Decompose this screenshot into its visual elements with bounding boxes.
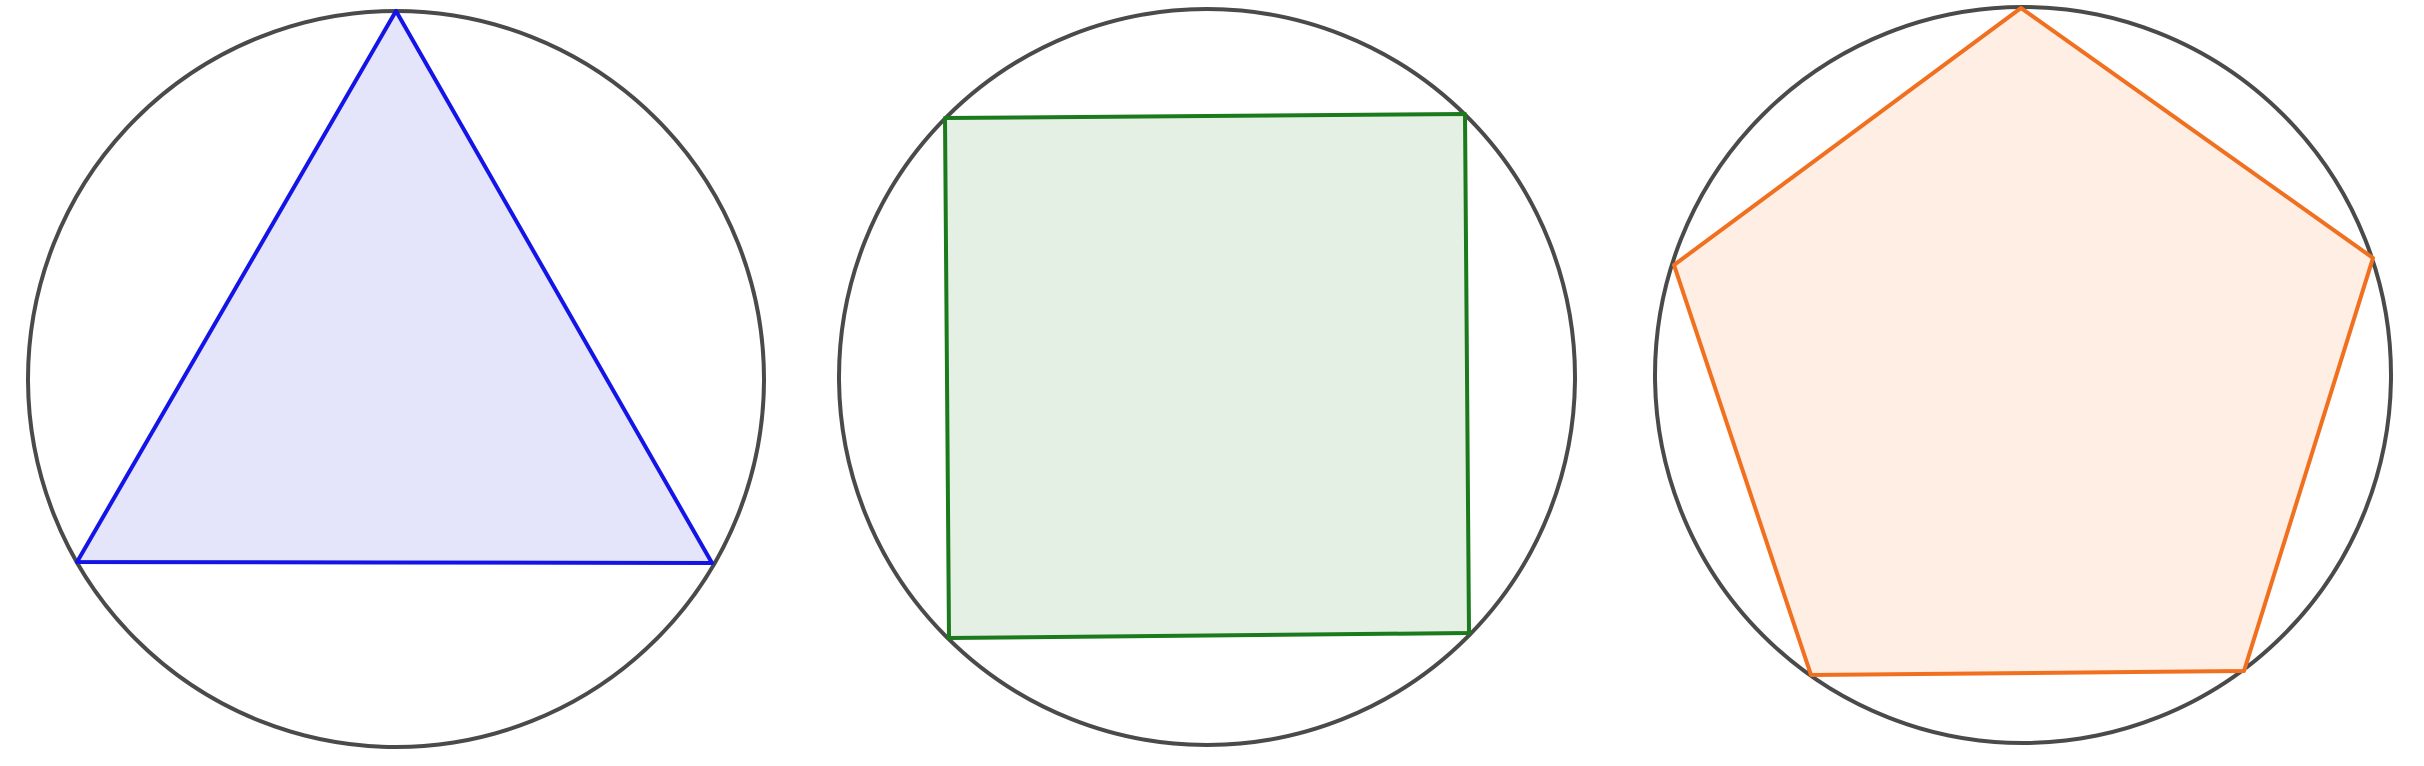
panel-square [837, 7, 1577, 747]
panel-triangle [26, 9, 766, 749]
inscribed-triangle [75, 9, 714, 565]
inscribed-square [943, 112, 1471, 640]
circumscribed-circle [837, 7, 1577, 747]
panel-pentagon [1653, 5, 2393, 745]
inscribed-pentagon [1672, 6, 2375, 677]
